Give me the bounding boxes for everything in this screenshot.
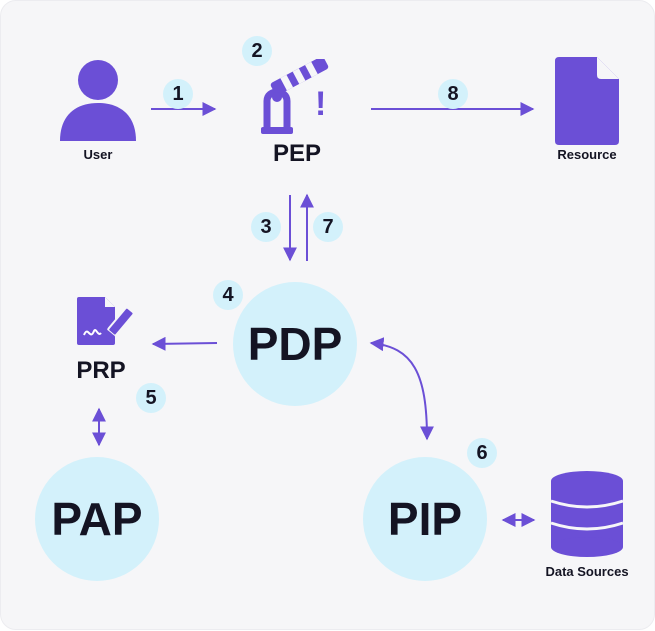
pap-node: PAP: [35, 457, 159, 581]
alert-mark: !: [315, 85, 327, 123]
step-badge-2: 2: [242, 36, 272, 66]
data-sources-label: Data Sources: [545, 564, 629, 579]
step-badge-7: 7: [313, 212, 343, 242]
pip-node: PIP: [363, 457, 487, 581]
barrier-gate-icon: [259, 56, 333, 140]
policy-document-pen-icon: [77, 297, 141, 350]
step-badge-1: 1: [163, 79, 193, 109]
user-icon: [59, 57, 137, 148]
arrow-pdp-to-prp: [151, 336, 218, 351]
pdp-node: PDP: [233, 282, 357, 406]
prp-label: PRP: [76, 357, 126, 384]
arrow-pdp-pip: [369, 337, 434, 441]
step-badge-5: 5: [136, 383, 166, 413]
step-badge-3: 3: [251, 212, 281, 242]
step-badge-6: 6: [467, 438, 497, 468]
pep-label: PEP: [272, 140, 322, 167]
document-icon: [555, 57, 619, 150]
resource-label: Resource: [557, 147, 617, 162]
database-icon: [549, 471, 625, 562]
user-label: User: [83, 147, 113, 162]
step-badge-4: 4: [213, 280, 243, 310]
step-badge-8: 8: [438, 79, 468, 109]
